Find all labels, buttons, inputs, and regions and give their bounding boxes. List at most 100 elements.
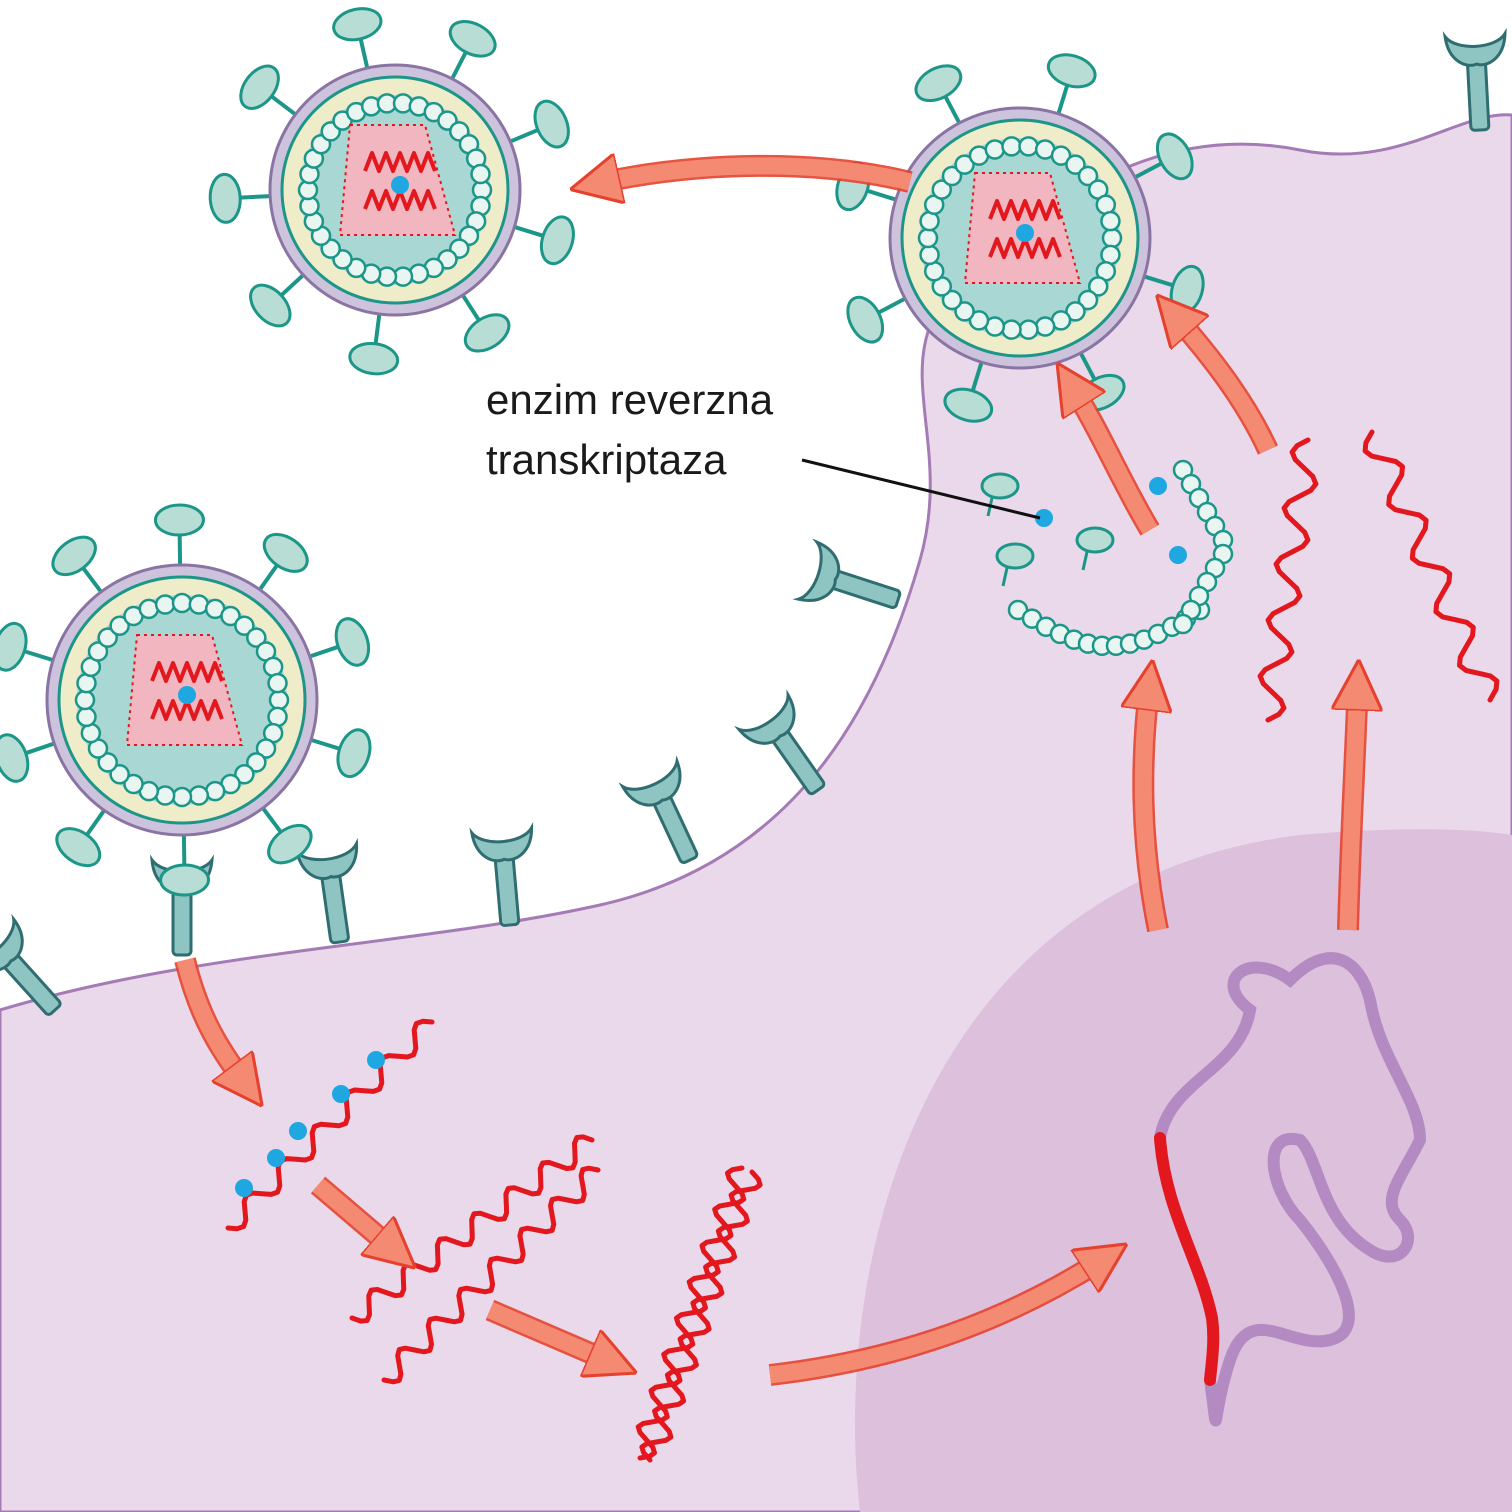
double-stranded-dna xyxy=(635,1165,747,1461)
spike-stalk xyxy=(866,188,897,202)
capsid-protein xyxy=(76,706,97,728)
hiv-virion-attaching xyxy=(0,503,372,897)
capsid-protein xyxy=(1100,210,1121,232)
capsid-protein xyxy=(97,752,118,773)
spike-knob xyxy=(463,313,511,353)
capsid-protein xyxy=(109,615,130,636)
spike-stalk xyxy=(309,644,339,659)
receptor-stem xyxy=(1466,58,1491,132)
viral-rna xyxy=(988,199,1062,221)
hiv-virion-released xyxy=(208,7,575,376)
spike-stalk xyxy=(240,194,271,200)
spike-knob xyxy=(914,64,963,103)
capsid-protein xyxy=(917,227,939,249)
rna-dna-hybrid-strand xyxy=(349,1134,595,1324)
capsid-protein xyxy=(1018,136,1039,157)
spike-stalk xyxy=(970,361,984,392)
capsid-protein xyxy=(268,689,290,711)
label-line-2: transkriptaza xyxy=(486,436,727,483)
capsid-protein xyxy=(1087,276,1109,297)
capsid-protein xyxy=(74,689,96,711)
capsid-protein xyxy=(97,627,118,648)
receptor-stem xyxy=(828,569,902,610)
spike-knob xyxy=(1075,526,1115,554)
capsid-protein xyxy=(941,289,963,311)
capsid-protein xyxy=(267,672,288,694)
capsid-protein xyxy=(246,752,267,773)
receptor-head xyxy=(618,755,682,807)
reverse-transcriptase xyxy=(267,1149,285,1167)
spike-knob xyxy=(153,503,205,537)
spike-knob xyxy=(1155,132,1194,181)
capsid-protein xyxy=(234,764,255,785)
receptor-head xyxy=(0,913,24,972)
spike-stalk xyxy=(279,273,305,297)
reverse-transcriptase-label: enzim reverzna transkriptaza xyxy=(486,376,1041,520)
receptor xyxy=(792,538,902,610)
spike-knob xyxy=(943,387,994,423)
receptor-head xyxy=(294,837,358,881)
viral-rna xyxy=(363,151,437,173)
spike-stalk xyxy=(877,296,906,315)
capsid-protein xyxy=(87,641,109,662)
capsid-protein xyxy=(931,179,953,200)
reverse-transcriptase xyxy=(1149,477,1167,495)
label-line-1: enzim reverzna xyxy=(486,376,774,423)
receptor-head xyxy=(792,538,841,602)
receptor-stem xyxy=(493,853,521,927)
capsid-protein xyxy=(1050,145,1072,166)
spike-stalk xyxy=(943,95,962,124)
process-arrow xyxy=(769,1255,1110,1384)
capsid-protein xyxy=(954,154,975,175)
capsid-protein xyxy=(1065,301,1086,322)
spike-stalk xyxy=(23,649,54,663)
receptor xyxy=(0,913,62,1016)
receptor-head xyxy=(734,689,796,745)
spike-stalk xyxy=(509,128,539,144)
viral-rna-strand xyxy=(1362,429,1500,703)
capsid-protein xyxy=(1101,227,1123,249)
capsid-protein xyxy=(1001,319,1022,340)
spike-knob xyxy=(0,733,30,783)
capsid-protein xyxy=(1065,154,1086,175)
process-arrow xyxy=(486,1302,618,1365)
spike-stalk xyxy=(450,51,468,80)
spike-knob xyxy=(55,827,102,868)
capsid-protein xyxy=(1034,316,1056,337)
viral-rna xyxy=(150,661,224,683)
capsid-protein xyxy=(154,594,176,615)
reverse-transcriptase xyxy=(235,1179,253,1197)
capsid-protein xyxy=(968,310,990,331)
spike-knob xyxy=(262,532,309,573)
receptor xyxy=(734,689,826,796)
receptor xyxy=(1442,27,1507,132)
capsid-protein xyxy=(109,764,130,785)
spike-stalk xyxy=(85,809,106,837)
spike-stalk xyxy=(1081,551,1089,571)
spike-knob xyxy=(332,7,383,42)
capsid-protein xyxy=(984,139,1006,160)
capsid-protein xyxy=(919,244,940,266)
spike-knob xyxy=(208,172,242,224)
viral-rna-strands xyxy=(225,429,1500,1463)
receptor-stem xyxy=(320,870,350,945)
capsid-protein xyxy=(1018,319,1039,340)
spike-stalk xyxy=(1134,161,1163,180)
capsid-protein xyxy=(255,738,277,759)
spike-knob xyxy=(267,823,313,865)
spike-stalk xyxy=(513,225,544,238)
integrated-provirus xyxy=(1154,1132,1220,1386)
host-dna-with-provirus xyxy=(1154,952,1427,1427)
spike-knob xyxy=(51,535,97,577)
capsid-protein xyxy=(171,592,193,614)
capsid-protein xyxy=(1001,136,1022,157)
spike-stalk xyxy=(1143,274,1174,288)
spike-knob xyxy=(980,472,1020,500)
spike-stalk xyxy=(461,293,481,322)
capsid-protein xyxy=(220,605,241,627)
spike-knob xyxy=(249,283,292,328)
capsid-protein xyxy=(246,627,267,648)
capsid-protein xyxy=(171,786,193,808)
spike-stalk xyxy=(358,38,370,69)
